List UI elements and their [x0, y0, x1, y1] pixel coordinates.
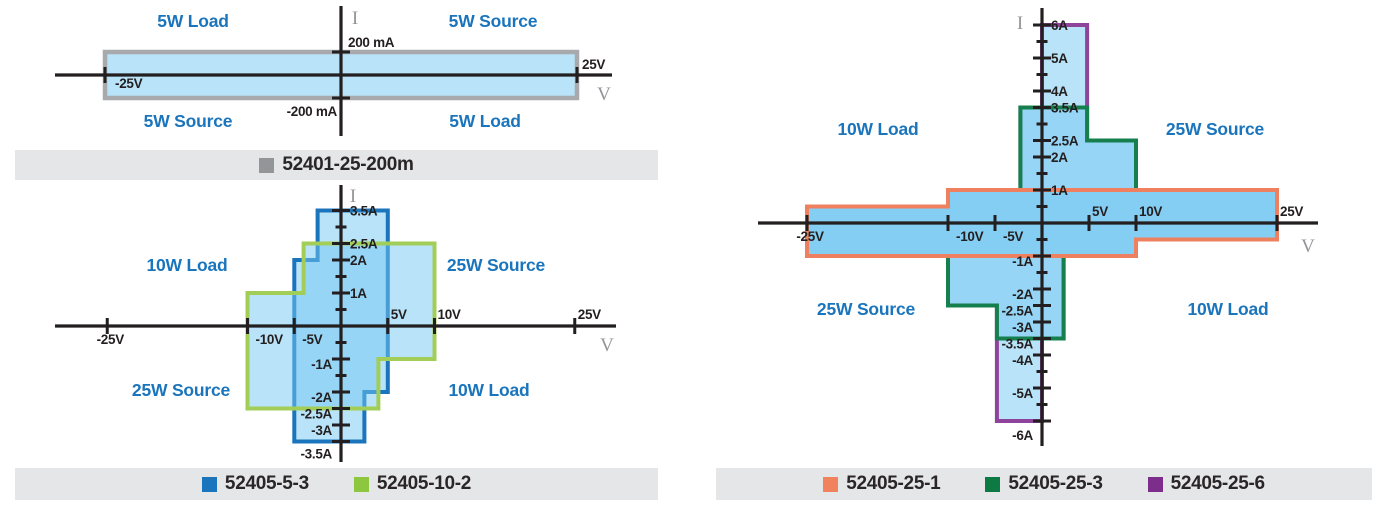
i-axis-letter: I [350, 186, 356, 207]
i-tick-label: 1A [1051, 183, 1068, 198]
v-tick-label: -5V [302, 332, 322, 347]
i-tick-label: 4A [1051, 84, 1068, 99]
quadrant-label-bottom-right: 10W Load [448, 380, 529, 400]
i-tick-label: -3A [1012, 320, 1033, 335]
quadrant-label-bottom-left: 25W Source [132, 380, 231, 400]
quadrant-label-top-right: 25W Source [1166, 119, 1265, 139]
v-tick-label: 25V [578, 307, 601, 322]
v-tick-label: 5V [391, 307, 407, 322]
i-tick-label: 200 mA [348, 35, 395, 50]
v-tick-label: 25V [582, 57, 605, 72]
i-tick-label: 3.5A [350, 204, 378, 219]
legend-swatch [823, 476, 839, 492]
v-tick-label: 5V [1092, 204, 1108, 219]
i-tick-label: -3.5A [300, 447, 332, 462]
i-tick-label: -6A [1012, 428, 1033, 443]
v-axis-letter: V [600, 335, 614, 356]
quadrant-label-bottom-left: 25W Source [817, 299, 916, 319]
legend-label: 52405-25-3 [1008, 473, 1103, 494]
i-tick-label: -3A [311, 423, 332, 438]
v-tick-label: -5V [1003, 229, 1023, 244]
legend-bar-52405-left: 52405-5-3 52405-10-2 [15, 468, 658, 500]
quadrant-label-top-right: 5W Source [449, 11, 538, 31]
v-tick-label: -25V [97, 332, 125, 347]
chart-0: -25V 25V 200 mA -200 mA 5W Load 5W Source 5W S… [55, 6, 612, 136]
i-tick-label: 2.5A [1051, 134, 1079, 149]
i-tick-label: -200 mA [287, 104, 338, 119]
i-tick-label: -3.5A [1001, 337, 1033, 352]
i-axis-letter: I [352, 8, 358, 29]
i-tick-label: -1A [1012, 254, 1033, 269]
quadrant-label-bottom-right: 5W Load [449, 111, 521, 131]
legend-item-52405-25-1: 52405-25-1 [823, 473, 941, 495]
v-tick-label: 10V [438, 307, 461, 322]
legend-label: 52405-25-1 [846, 473, 941, 494]
legend-swatch [259, 157, 275, 173]
i-tick-label: -2A [311, 390, 332, 405]
v-tick-label: -10V [956, 229, 984, 244]
quadrant-label-top-left: 10W Load [146, 255, 227, 275]
legend-swatch [985, 476, 1001, 492]
i-tick-label: 3.5A [1051, 101, 1079, 116]
i-axis-letter: I [1017, 13, 1023, 34]
legend-bar-52405-right: 52405-25-1 52405-25-3 52405-25-6 [716, 468, 1372, 500]
i-tick-label: -2.5A [1001, 304, 1033, 319]
v-tick-label: 10V [1139, 204, 1162, 219]
v-tick-label: -25V [115, 76, 143, 91]
v-tick-label: -25V [796, 229, 824, 244]
legend-item-52401-25-200m: 52401-25-200m [259, 154, 414, 176]
legend-label: 52405-5-3 [224, 473, 309, 494]
quadrant-label-top-right: 25W Source [447, 255, 546, 275]
legend-bar-52401: 52401-25-200m [15, 150, 658, 180]
legend-item-52405-25-3: 52405-25-3 [985, 473, 1103, 495]
quadrant-label-bottom-right: 10W Load [1187, 299, 1268, 319]
i-tick-label: 2A [1051, 150, 1068, 165]
quadrant-label-bottom-left: 5W Source [144, 111, 233, 131]
i-tick-label: -5A [1012, 386, 1033, 401]
v-tick-label: -10V [256, 332, 284, 347]
i-tick-label: -2.5A [300, 407, 332, 422]
i-tick-label: -2A [1012, 287, 1033, 302]
legend-label: 52405-10-2 [376, 473, 472, 494]
quadrant-label-top-left: 10W Load [837, 119, 918, 139]
v-tick-label: 25V [1280, 204, 1303, 219]
i-tick-label: 5A [1051, 51, 1068, 66]
legend-swatch [201, 476, 217, 492]
legend-item-52405-25-6: 52405-25-6 [1147, 473, 1266, 495]
legend-label: 52401-25-200m [282, 154, 414, 175]
legend-item-52405-10-2: 52405-10-2 [353, 473, 472, 495]
v-axis-letter: V [597, 84, 611, 105]
i-tick-label: 2A [350, 253, 367, 268]
i-tick-label: 2.5A [350, 237, 378, 252]
legend-label: 52405-25-6 [1170, 473, 1266, 494]
legend-item-52405-5-3: 52405-5-3 [201, 473, 309, 495]
quadrant-label-top-left: 5W Load [157, 11, 229, 31]
legend-swatch [1147, 476, 1163, 492]
i-tick-label: 1A [350, 286, 367, 301]
v-axis-letter: V [1301, 236, 1315, 257]
i-tick-label: 6A [1051, 18, 1068, 33]
i-tick-label: -1A [311, 357, 332, 372]
legend-swatch [353, 476, 369, 492]
i-tick-label: -4A [1012, 353, 1033, 368]
